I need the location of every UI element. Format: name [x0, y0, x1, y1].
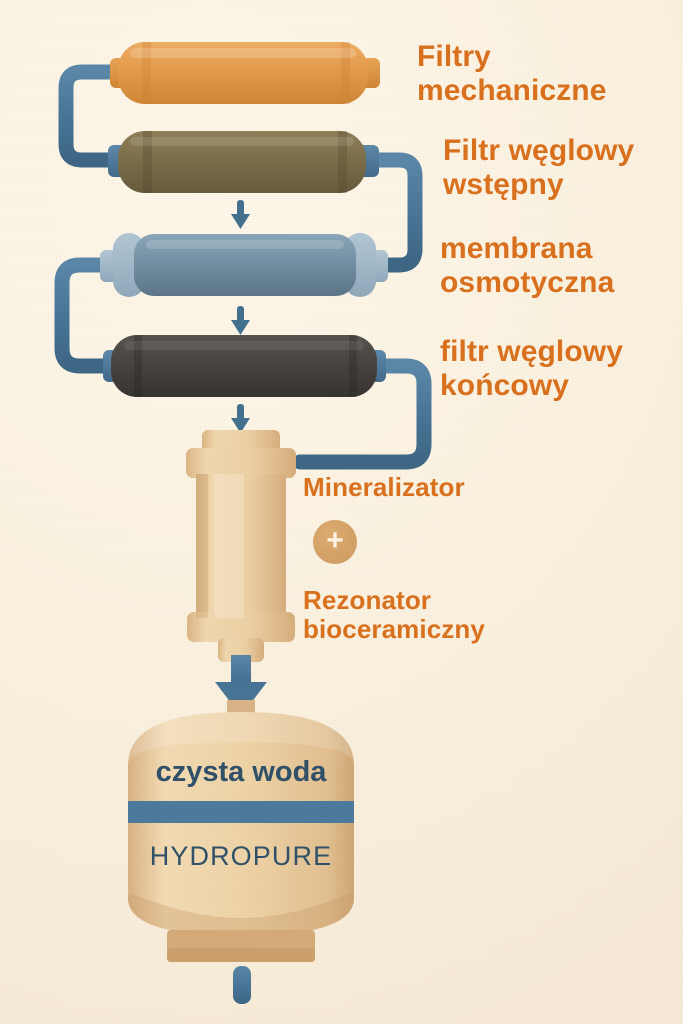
- tank-body: [128, 712, 354, 936]
- tank-label-hydropure: HYDROPURE: [149, 841, 333, 871]
- outlet-pipe-to-tank: [215, 655, 267, 716]
- down-arrow-icon-3: [231, 404, 250, 433]
- pipe-c1-to-c2: [58, 64, 121, 168]
- cartridge-highlight: [130, 48, 356, 58]
- label-rezonator-bioceramiczny: Rezonator bioceramiczny: [303, 585, 485, 645]
- tank-bottom-shade: [128, 893, 354, 936]
- storage-tank: [128, 700, 354, 1004]
- cartridge-body: [111, 335, 377, 397]
- mineralizer-cartridge: [186, 430, 296, 662]
- cartridge-band-right: [341, 42, 350, 104]
- cartridge-highlight: [146, 240, 344, 249]
- pipe-c3-to-c4: [54, 257, 113, 374]
- label-filtr-weglowy-koncowy: filtr węglowy końcowy: [440, 335, 623, 402]
- down-arrow-icon-large: [215, 682, 267, 716]
- pipe-network: [54, 64, 432, 470]
- cartridge-highlight: [124, 341, 364, 350]
- cartridge-band-right: [338, 131, 347, 193]
- tank-top-shade: [128, 712, 354, 765]
- mineralizer-top-collar: [186, 448, 296, 478]
- cartridge-band-left: [134, 335, 142, 397]
- cartridge-body: [118, 42, 368, 104]
- label-membrana-osmotyczna: membrana osmotyczna: [440, 232, 615, 299]
- label-mineralizator: Mineralizator: [303, 472, 465, 502]
- cartridge-band-left: [143, 131, 152, 193]
- tank-label-czysta-woda: czysta woda: [155, 756, 327, 788]
- pipe-c2-to-c3: [369, 152, 423, 273]
- down-arrow-icon-1: [231, 200, 250, 229]
- plus-icon: +: [313, 520, 357, 564]
- mineralizer-top-cap: [202, 430, 280, 453]
- cartridge-band-left: [142, 42, 151, 104]
- mineralizer-body: [196, 474, 286, 618]
- mineralizer-highlight: [214, 474, 244, 618]
- tank-stripe: [128, 801, 354, 823]
- cartridge-band-right: [349, 335, 357, 397]
- mineralizer-outlet-nozzle: [218, 638, 264, 662]
- mineralizer-bottom-collar: [187, 612, 295, 642]
- cartridge-filtry-mechaniczne: [110, 42, 380, 104]
- down-arrow-icon-2: [231, 306, 250, 335]
- tank-base-shade: [167, 948, 315, 962]
- cartridge-filtr-weglowy-koncowy: [103, 335, 386, 397]
- cartridge-membrana-osmotyczna: [100, 233, 388, 297]
- tank-base: [167, 930, 315, 962]
- cartridge-highlight: [130, 137, 354, 146]
- tank-outlet-pipe-icon: [233, 966, 251, 1004]
- cartridge-filtr-weglowy-wstepny: [108, 131, 379, 193]
- mineralizer-shadow: [196, 474, 208, 618]
- cartridge-body: [118, 131, 366, 193]
- pipe-c4-to-mineralizer: [292, 358, 432, 470]
- label-filtr-weglowy-wstepny: Filtr węglowy wstępny: [443, 134, 635, 201]
- cartridge-body: [134, 234, 356, 296]
- label-filtry-mechaniczne: Filtry mechaniczne: [417, 40, 607, 107]
